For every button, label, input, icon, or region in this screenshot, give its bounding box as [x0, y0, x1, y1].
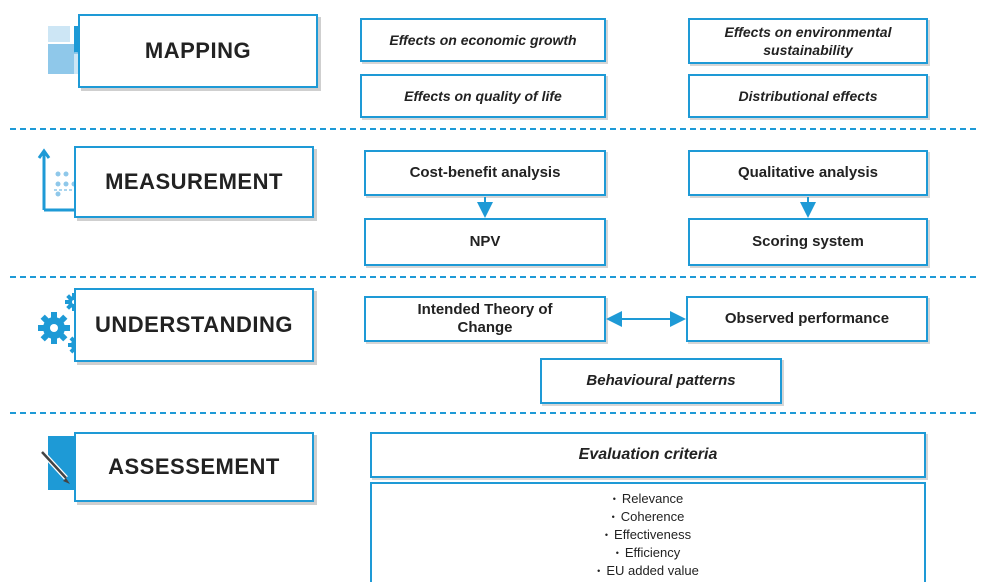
- section-divider: [10, 128, 976, 130]
- stage-understanding: UNDERSTANDING: [74, 288, 314, 362]
- section-divider: [10, 276, 976, 278]
- box-effects-environmental-sustainability: Effects on environmental sustainability: [688, 18, 928, 64]
- box-distributional-effects: Distributional effects: [688, 74, 928, 118]
- box-npv: NPV: [364, 218, 606, 266]
- box-observed-performance: Observed performance: [686, 296, 928, 342]
- box-effects-economic-growth: Effects on economic growth: [360, 18, 606, 62]
- stage-mapping: MAPPING: [78, 14, 318, 88]
- box-evaluation-criteria: Evaluation criteria: [370, 432, 926, 478]
- stage-assessment: ASSESSEMENT: [74, 432, 314, 502]
- box-scoring-system: Scoring system: [688, 218, 928, 266]
- box-intended-theory-of-change: Intended Theory of Change: [364, 296, 606, 342]
- criterion-item: Relevance: [372, 490, 924, 508]
- criterion-item: EU added value: [372, 562, 924, 580]
- criterion-item: Efficiency: [372, 544, 924, 562]
- box-behavioural-patterns: Behavioural patterns: [540, 358, 782, 404]
- evaluation-criteria-list: Relevance Coherence Effectiveness Effici…: [370, 482, 926, 582]
- box-cost-benefit-analysis: Cost-benefit analysis: [364, 150, 606, 196]
- criterion-item: Effectiveness: [372, 526, 924, 544]
- box-qualitative-analysis: Qualitative analysis: [688, 150, 928, 196]
- criterion-item: Coherence: [372, 508, 924, 526]
- section-divider: [10, 412, 976, 414]
- stage-measurement: MEASUREMENT: [74, 146, 314, 218]
- box-effects-quality-of-life: Effects on quality of life: [360, 74, 606, 118]
